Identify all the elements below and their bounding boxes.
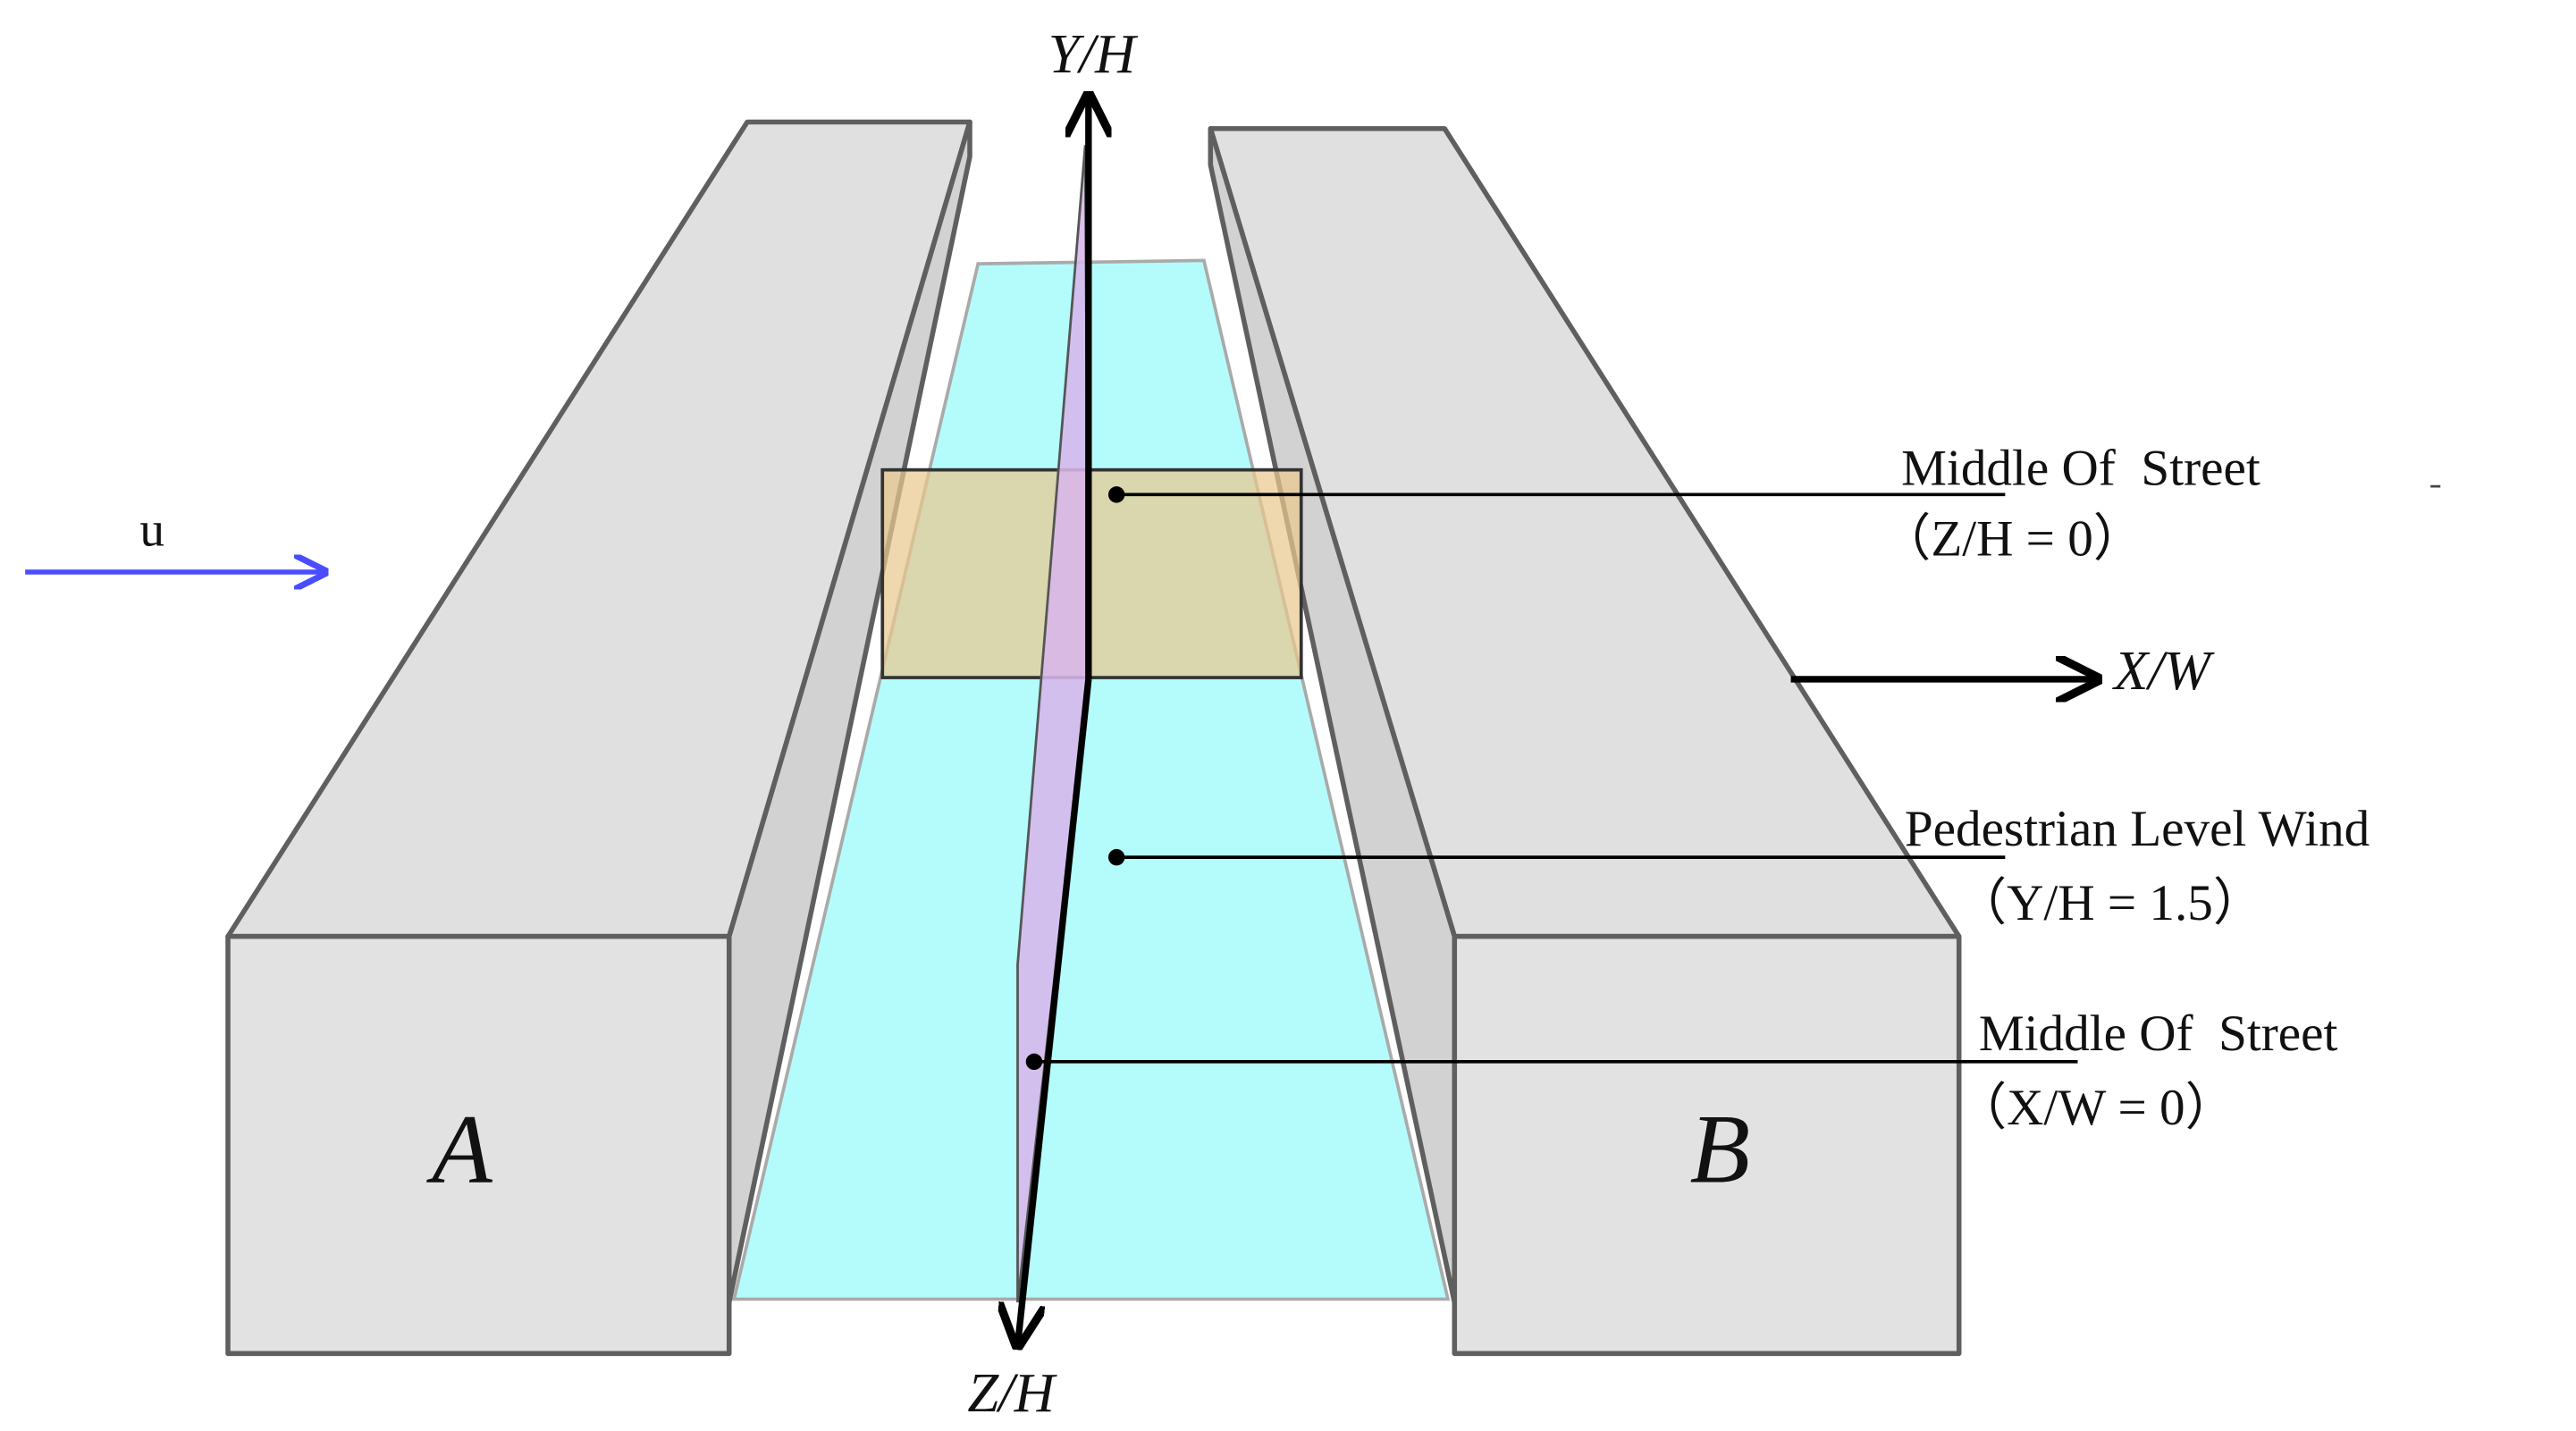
building-a-label: A <box>425 1093 492 1203</box>
annotation-subtitle: （X/W = 0） <box>1956 1080 2236 1136</box>
building-a <box>225 119 972 1357</box>
y-axis-label: Y/H <box>1048 22 1139 85</box>
street-plane <box>731 258 1451 1301</box>
annotation-title: Middle Of Street <box>1901 440 2260 496</box>
leader-dot <box>1107 848 1125 866</box>
annotation-title: Pedestrian Level Wind <box>1905 801 2370 857</box>
wind-label: u <box>139 502 164 557</box>
x-axis-label: X/W <box>2111 639 2215 702</box>
annotation-cross-section: Middle Of Street （Z/H = 0） <box>1107 440 2441 568</box>
annotation-title: Middle Of Street <box>1979 1006 2338 1062</box>
annotation-pedestrian-level: Pedestrian Level Wind （Y/H = 1.5） <box>1107 801 2370 931</box>
annotation-vertical-plane: Middle Of Street （X/W = 0） <box>1025 1006 2338 1136</box>
annotation-subtitle: （Y/H = 1.5） <box>1956 875 2264 931</box>
building-b <box>1208 126 1962 1357</box>
z-axis <box>1018 678 1092 1345</box>
building-b-label: B <box>1689 1093 1750 1203</box>
annotation-subtitle: （Z/H = 0） <box>1880 511 2144 568</box>
leader-dot <box>1107 486 1125 503</box>
building-a-front-face <box>225 933 732 1357</box>
z-axis-label: Z/H <box>967 1361 1057 1424</box>
building-b-front-face <box>1452 933 1962 1357</box>
